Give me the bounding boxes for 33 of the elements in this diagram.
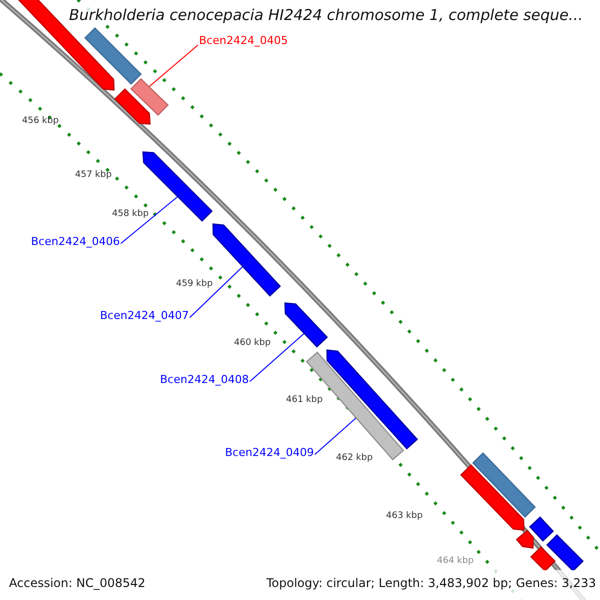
gene-block bbox=[114, 88, 151, 125]
leader-line bbox=[249, 332, 305, 382]
gene-label: Bcen2424_0406 bbox=[31, 235, 120, 248]
scale-label: 460 kbp bbox=[234, 338, 271, 348]
gene-block bbox=[212, 223, 281, 297]
accession-text: Accession: NC_008542 bbox=[9, 576, 146, 590]
gene-label: Bcen2424_0409 bbox=[225, 446, 314, 459]
gene-label: Bcen2424_0405 bbox=[199, 34, 288, 47]
scale-label: 457 kbp bbox=[75, 170, 112, 180]
leader-line bbox=[120, 196, 178, 244]
genome-stats-text: Topology: circular; Length: 3,483,902 bp; Genes: 3,233 bbox=[266, 576, 596, 590]
scale-label: 458 kbp bbox=[112, 209, 149, 219]
gene-block bbox=[530, 546, 556, 572]
leader-line bbox=[148, 44, 198, 88]
gene-label: Bcen2424_0408 bbox=[160, 373, 249, 386]
gene-block bbox=[326, 349, 418, 450]
scale-label: 464 kbp bbox=[437, 556, 474, 566]
gene-block bbox=[84, 27, 142, 85]
scale-label: 462 kbp bbox=[336, 453, 373, 463]
gene-label: Bcen2424_0407 bbox=[100, 309, 189, 322]
scale-label: 461 kbp bbox=[286, 395, 323, 405]
scale-label: 456 kbp bbox=[22, 116, 59, 126]
gene-block bbox=[546, 534, 584, 572]
gene-block bbox=[516, 530, 534, 549]
gene-block bbox=[130, 78, 169, 116]
gene-block bbox=[529, 516, 554, 542]
leader-line bbox=[314, 417, 357, 455]
gene-block bbox=[472, 452, 536, 518]
gene-block bbox=[284, 302, 328, 348]
leader-line bbox=[189, 266, 244, 318]
scale-label: 459 kbp bbox=[176, 279, 213, 289]
scale-label: 463 kbp bbox=[386, 511, 423, 521]
gene-block bbox=[460, 464, 525, 531]
